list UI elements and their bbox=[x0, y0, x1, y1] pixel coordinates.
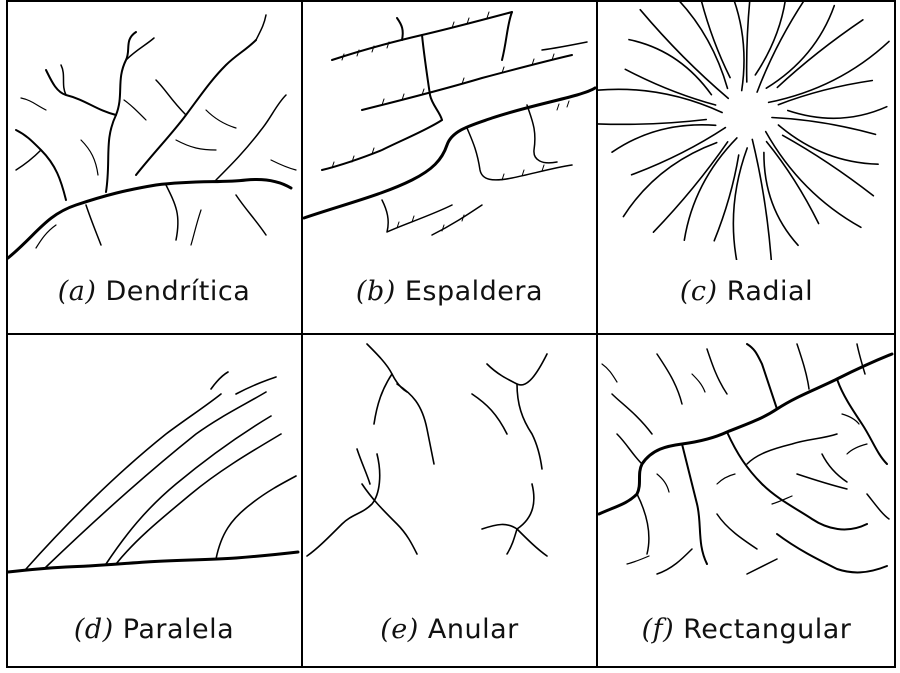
panel-rectangular: (f) Rectangular bbox=[597, 334, 896, 668]
radial-stream bbox=[653, 142, 727, 232]
panel-trellis: (b) Espaldera bbox=[302, 0, 597, 334]
panel-c-label: Radial bbox=[727, 276, 813, 307]
annular-drainage-drawing bbox=[302, 334, 597, 594]
parallel-drainage-drawing bbox=[6, 334, 302, 594]
panel-d-tag: (d) bbox=[74, 614, 114, 645]
radial-stream bbox=[629, 40, 711, 95]
radial-stream bbox=[767, 142, 819, 224]
radial-stream bbox=[769, 41, 889, 102]
panel-f-caption: (f) Rectangular bbox=[597, 614, 896, 645]
radial-stream bbox=[788, 107, 887, 119]
panel-annular: (e) Anular bbox=[302, 334, 597, 668]
radial-stream bbox=[724, 0, 744, 91]
panel-a-label: Dendrítica bbox=[106, 276, 251, 307]
panel-d-label: Paralela bbox=[123, 614, 234, 645]
panel-f-label: Rectangular bbox=[683, 614, 851, 645]
panel-a-tag: (a) bbox=[58, 276, 97, 307]
radial-stream bbox=[597, 120, 706, 125]
panel-c-tag: (c) bbox=[680, 276, 718, 307]
rectangular-drainage-drawing bbox=[597, 334, 896, 594]
radial-stream bbox=[623, 143, 716, 217]
panel-f-tag: (f) bbox=[642, 614, 675, 645]
radial-stream bbox=[659, 0, 728, 88]
radial-drainage-drawing bbox=[597, 0, 896, 260]
panel-b-caption: (b) Espaldera bbox=[302, 276, 597, 307]
radial-stream bbox=[747, 0, 754, 82]
panel-a-caption: (a) Dendrítica bbox=[6, 276, 302, 307]
radial-stream bbox=[700, 0, 731, 78]
panel-e-tag: (e) bbox=[380, 614, 419, 645]
radial-stream bbox=[783, 135, 874, 196]
radial-stream bbox=[733, 148, 747, 260]
radial-stream bbox=[752, 139, 771, 260]
panel-d-caption: (d) Paralela bbox=[6, 614, 302, 645]
panel-b-tag: (b) bbox=[356, 276, 396, 307]
trellis-drainage-drawing bbox=[302, 0, 597, 260]
panel-c-caption: (c) Radial bbox=[597, 276, 896, 307]
panel-e-caption: (e) Anular bbox=[302, 614, 597, 645]
panel-radial: (c) Radial bbox=[597, 0, 896, 334]
panel-e-label: Anular bbox=[428, 614, 519, 645]
radial-stream bbox=[612, 125, 716, 152]
panel-dendritic: (a) Dendrítica bbox=[6, 0, 302, 334]
drainage-patterns-figure: (a) Dendrítica (b) Espaldera bbox=[6, 0, 896, 668]
panel-parallel: (d) Paralela bbox=[6, 334, 302, 668]
panel-b-label: Espaldera bbox=[405, 276, 543, 307]
radial-stream bbox=[777, 20, 863, 88]
dendritic-drainage-drawing bbox=[6, 0, 302, 260]
